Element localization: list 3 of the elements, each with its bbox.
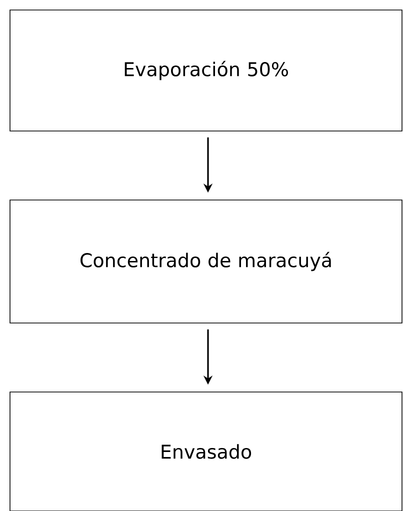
process-box: Envasado bbox=[10, 392, 402, 511]
process-box: Concentrado de maracuyá bbox=[10, 200, 402, 324]
process-box: Evaporación 50% bbox=[10, 10, 402, 132]
